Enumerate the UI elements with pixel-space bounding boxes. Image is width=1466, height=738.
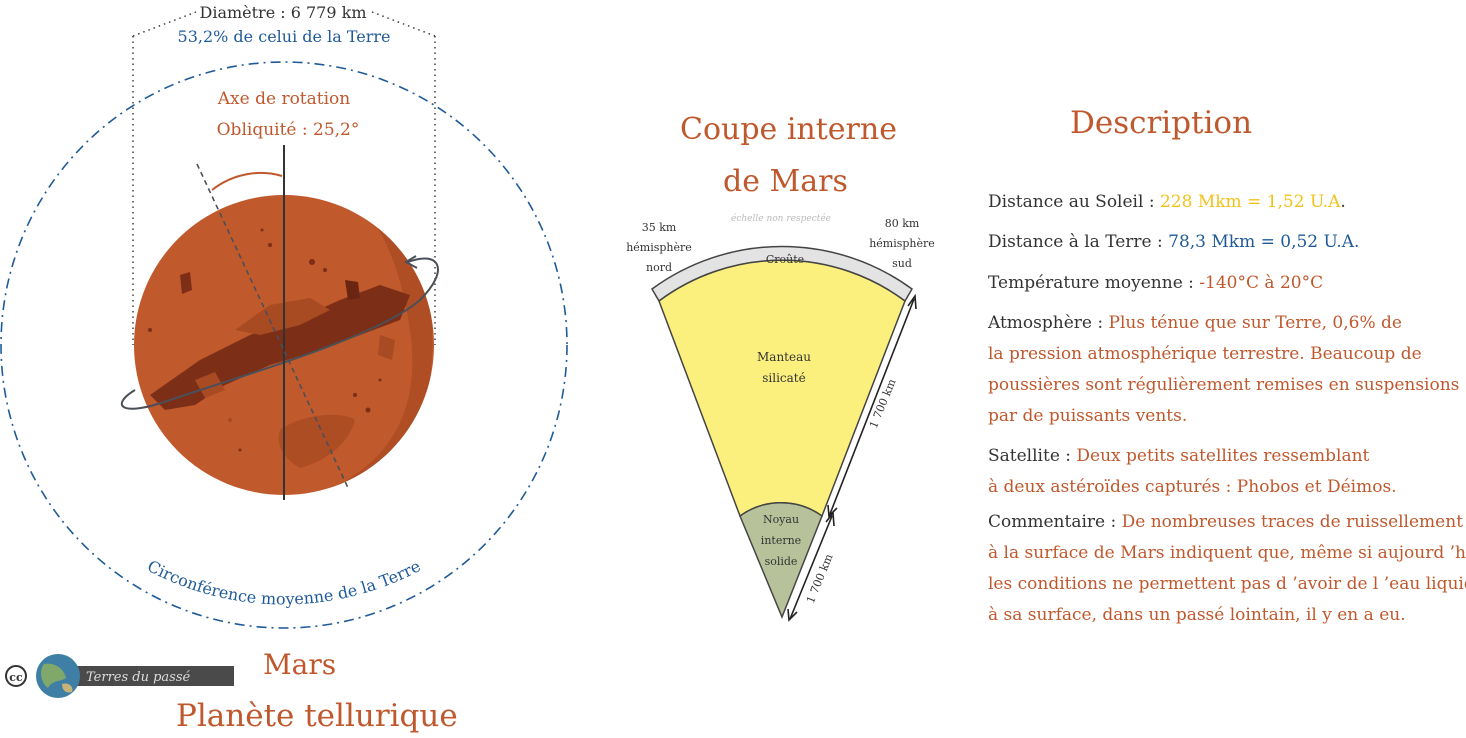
core-depth-arrow [787, 510, 835, 622]
mantle-depth-arrow [827, 293, 917, 518]
svg-text:hémisphère: hémisphère [626, 241, 692, 254]
svg-text:Manteau: Manteau [757, 350, 811, 364]
temperature-label: Température moyenne : [988, 273, 1200, 293]
cross-section-diagram: échelle non respectée 35 km hémisphère n… [626, 213, 935, 622]
comment-label: Commentaire : [988, 512, 1122, 532]
right-crust-label: 80 km hémisphère sud [869, 217, 935, 270]
svg-text:80 km: 80 km [885, 217, 920, 230]
planet-diagram: Diamètre : 6 779 km 53,2% de celui de la… [0, 3, 568, 629]
mantle-label: Manteau silicaté [757, 350, 811, 385]
atmosphere-line-1: Plus ténue que sur Terre, 0,6% de [1108, 313, 1402, 333]
distance-sun-label: Distance au Soleil : [988, 192, 1160, 212]
distance-sun-value: 228 Mkm = 1,52 U.A [1159, 192, 1341, 212]
planet-type: Planète tellurique [176, 698, 458, 734]
obliquity-arc [211, 171, 283, 191]
distance-earth-row: Distance à la Terre : 78,3 Mkm = 0,52 U.… [988, 227, 1359, 258]
cc-icon: cc [9, 671, 23, 684]
comment-line-4: à sa surface, dans un passé lointain, il… [988, 605, 1406, 625]
planet-name: Mars [263, 648, 337, 681]
comment-line-3: les conditions ne permettent pas d ’avoi… [988, 574, 1466, 594]
axis-label: Axe de rotation [217, 89, 351, 109]
obliquity-label: Obliquité : 25,2° [217, 120, 360, 140]
crust-label: Croûte [766, 253, 804, 266]
svg-text:solide: solide [765, 555, 798, 568]
svg-text:Noyau: Noyau [763, 513, 799, 526]
svg-text:hémisphère: hémisphère [869, 237, 935, 250]
diameter-bracket [132, 11, 436, 345]
logo-graphic: cc Terres du passé [5, 654, 234, 698]
satellite-block: Satellite : Deux petits satellites resse… [988, 441, 1397, 503]
comment-block: Commentaire : De nombreuses traces de ru… [988, 507, 1466, 631]
svg-text:sud: sud [892, 257, 912, 270]
section-title-line1: Coupe interne [680, 112, 897, 147]
distance-earth-label: Distance à la Terre : [988, 232, 1169, 252]
logo-text: Terres du passé [86, 670, 191, 685]
diameter-label: Diamètre : 6 779 km [200, 3, 367, 22]
diameter-ratio-label: 53,2% de celui de la Terre [178, 27, 391, 46]
mantle-layer [658, 259, 906, 518]
atmosphere-line-3: poussières sont régulièrement remises en… [988, 375, 1460, 395]
core-label: Noyau interne solide [761, 513, 801, 568]
svg-text:silicaté: silicaté [762, 371, 805, 385]
description-title: Description [1070, 105, 1253, 141]
atmosphere-block: Atmosphère : Plus ténue que sur Terre, 0… [988, 308, 1459, 432]
satellite-line-1: Deux petits satellites ressemblant [1076, 446, 1370, 466]
core-layer [739, 502, 823, 619]
distance-sun-row: Distance au Soleil : 228 Mkm = 1,52 U.A. [988, 187, 1346, 218]
orbit-arrow-icon [403, 255, 418, 269]
section-title-line2: de Mars [723, 164, 848, 199]
distance-earth-value: 78,3 Mkm = 0,52 U.A. [1168, 232, 1360, 252]
rotation-orbit [121, 257, 439, 410]
core-depth-label: 1 700 km [804, 552, 836, 606]
atmosphere-line-2: la pression atmosphérique terrestre. Bea… [988, 344, 1422, 364]
svg-text:35 km: 35 km [642, 221, 677, 234]
temperature-row: Température moyenne : -140°C à 20°C [988, 268, 1323, 299]
rotation-axis-line [196, 163, 350, 491]
atmosphere-line-4: par de puissants vents. [988, 406, 1188, 426]
satellite-line-2: à deux astéroïdes capturés : Phobos et D… [988, 477, 1397, 497]
left-crust-label: 35 km hémisphère nord [626, 221, 692, 274]
scale-note: échelle non respectée [731, 213, 831, 224]
comment-line-1: De nombreuses traces de ruissellement [1121, 512, 1464, 532]
earth-circumference-label: Circonférence moyenne de la Terre [144, 556, 423, 608]
distance-sun-end: . [1340, 192, 1346, 212]
satellite-label: Satellite : [988, 446, 1077, 466]
comment-line-2: à la surface de Mars indiquent que, même… [988, 543, 1466, 563]
temperature-value: -140°C à 20°C [1199, 273, 1324, 293]
atmosphere-label: Atmosphère : [988, 313, 1109, 333]
logo: cc Terres du passé [4, 652, 236, 704]
earth-circumference-circle [0, 61, 568, 629]
svg-text:interne: interne [761, 534, 801, 547]
svg-text:nord: nord [646, 261, 672, 274]
